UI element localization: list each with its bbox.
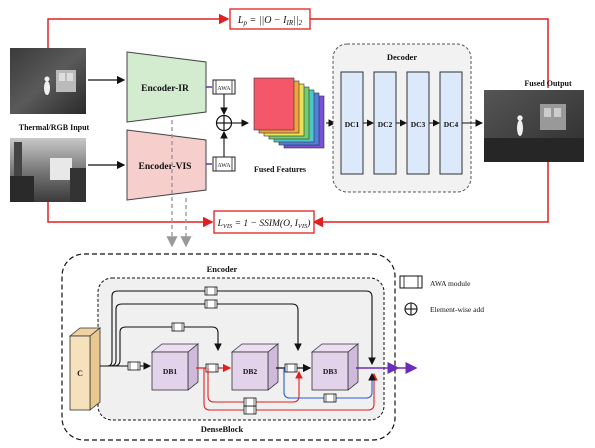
- encoder-detail: Encoder DenseBlock C DB1: [61, 253, 418, 441]
- ir-input-image: [10, 48, 86, 114]
- conv-block: C: [68, 327, 102, 411]
- svg-text:DB1: DB1: [163, 367, 177, 376]
- vis-input-image: [10, 138, 86, 202]
- decoder-group: Decoder DC1 DC2 DC3 DC4: [332, 43, 472, 193]
- top-loss-loop: Lp = ||O − IIR||2: [47, 8, 549, 88]
- svg-text:DC2: DC2: [378, 120, 393, 129]
- encoder-ir: Encoder-IR: [126, 51, 207, 123]
- encoder-ir-label: Encoder-IR: [141, 84, 189, 94]
- svg-text:DC3: DC3: [411, 120, 426, 129]
- top-loss-formula: Lp = ||O − IIR||2: [237, 15, 303, 27]
- fused-features-stack: [253, 77, 325, 149]
- svg-text:DB3: DB3: [323, 367, 337, 376]
- skip-awa-3: [171, 322, 185, 332]
- legend-add-icon: [404, 302, 418, 316]
- decoder-block-dc3: DC3: [406, 71, 430, 175]
- red-awa-2: [243, 397, 257, 407]
- svg-text:DB2: DB2: [243, 367, 257, 376]
- legend-awa-label: AWA module: [430, 279, 471, 288]
- awa-module-vis: AWA: [212, 156, 236, 172]
- bottom-loss: LVIS = 1 − SSIM(O, IVIS): [213, 210, 315, 234]
- legend-add-label: Element-wise add: [430, 305, 484, 314]
- encoder-vis: Encoder-VIS: [126, 129, 207, 201]
- top-loss-box: [229, 8, 311, 30]
- svg-text:DC4: DC4: [444, 120, 459, 129]
- blue-awa: [323, 393, 337, 403]
- decoder-block-dc1: DC1: [340, 71, 364, 175]
- fused-features-label: Fused Features: [254, 165, 306, 174]
- encoder-vis-label: Encoder-VIS: [139, 162, 192, 172]
- svg-text:AWA: AWA: [217, 86, 231, 92]
- svg-text:AWA: AWA: [217, 163, 231, 169]
- input-label: Thermal/RGB Input: [19, 123, 90, 132]
- skip-awa-2: [204, 299, 218, 309]
- dense-block-db1: DB1: [150, 343, 200, 391]
- bottom-loss-right: [312, 162, 549, 228]
- fused-output-label: Fused Output: [524, 79, 572, 88]
- svg-text:DC1: DC1: [345, 120, 360, 129]
- main-awa-2: [284, 363, 298, 373]
- bottom-loss-formula: LVIS = 1 − SSIM(O, IVIS): [217, 218, 311, 230]
- encoder-detail-title: Encoder: [207, 264, 238, 274]
- skip-awa-1: [204, 286, 218, 296]
- dense-block-db2: DB2: [230, 343, 280, 391]
- legend-awa-icon: [399, 275, 423, 289]
- fused-output-image: [484, 90, 584, 162]
- element-wise-add-node: [215, 114, 233, 132]
- red-awa-1: [243, 405, 257, 415]
- legend: AWA module Element-wise add: [399, 275, 484, 316]
- awa-module-ir: AWA: [212, 79, 236, 95]
- main-awa-0: [127, 361, 141, 371]
- denseblock-title: DenseBlock: [201, 424, 244, 434]
- decoder-block-dc2: DC2: [373, 71, 397, 175]
- conv-label: C: [77, 369, 83, 378]
- bottom-loss-left: [47, 202, 214, 228]
- decoder-title: Decoder: [387, 52, 417, 62]
- decoder-block-dc4: DC4: [439, 71, 463, 175]
- dense-block-db3: DB3: [310, 343, 360, 391]
